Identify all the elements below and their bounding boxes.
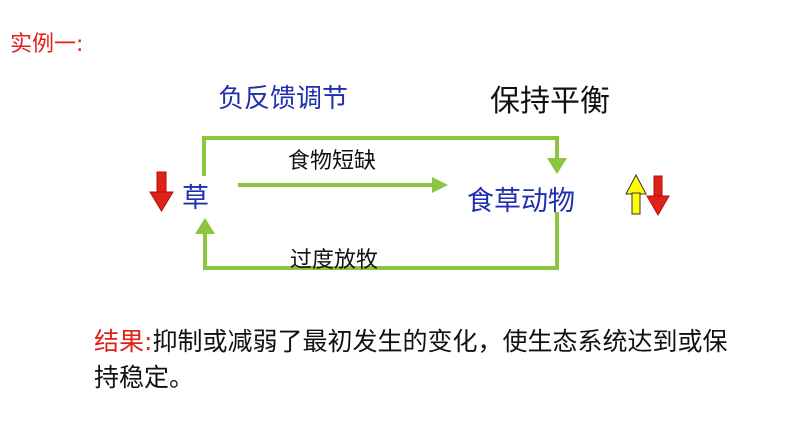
grass-to-herbivore-arrowhead: [432, 177, 448, 193]
result-text: 抑制或减弱了最初发生的变化，使生态系统达到或保持稳定。: [94, 327, 728, 392]
loop-bottom-line: [203, 212, 559, 270]
edge-label-food-shortage: 食物短缺: [288, 149, 377, 174]
red-down-arrow-icon: [149, 171, 174, 212]
result-label: 结果:: [94, 327, 153, 356]
negative-feedback-title: 负反馈调节: [218, 84, 349, 114]
result-paragraph: 结果:抑制或减弱了最初发生的变化，使生态系统达到或保持稳定。: [94, 324, 734, 396]
node-grass: 草: [182, 183, 209, 214]
loop-bottom-arrowhead: [195, 218, 215, 234]
keep-balance-title: 保持平衡: [490, 84, 610, 119]
yellow-up-arrow-icon: [625, 173, 647, 215]
edge-label-overgrazing: 过度放牧: [290, 248, 379, 273]
loop-top-line: [202, 136, 559, 176]
node-herbivore: 食草动物: [467, 186, 575, 217]
loop-top-arrowhead: [547, 158, 567, 174]
red-down-arrow-icon: [646, 175, 670, 216]
example-label: 实例一:: [10, 32, 84, 57]
